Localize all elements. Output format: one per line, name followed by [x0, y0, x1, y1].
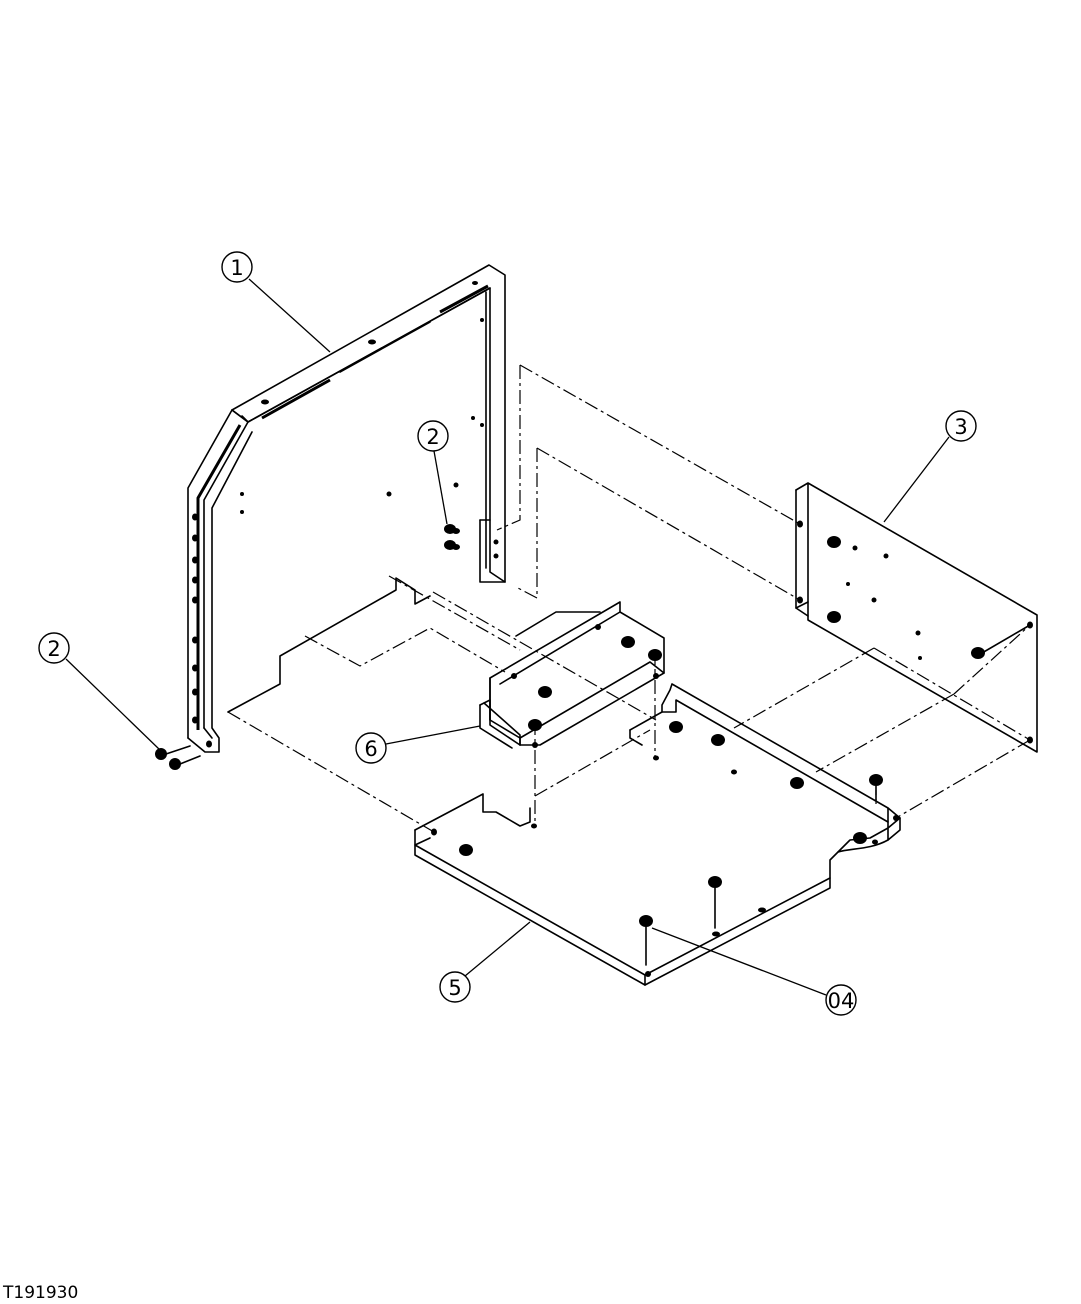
callout-circle-04	[825, 984, 857, 1016]
figure-id-label: T191930	[3, 1283, 79, 1303]
callout-label-04: 04	[828, 989, 855, 1013]
callout-label-6: 6	[364, 737, 377, 761]
callout-label-3: 3	[954, 415, 967, 439]
part-3-side-plate	[795, 482, 1038, 753]
callout-label-2-lower: 2	[47, 637, 60, 661]
callout-label-1: 1	[230, 256, 243, 280]
callout-label-5: 5	[448, 976, 461, 1000]
callouts: 1 2 2 3 6 5 04	[38, 251, 977, 1016]
part-1-bracket-frame	[187, 264, 506, 753]
standoff-bolts	[639, 785, 877, 966]
part-6-angle-bracket	[479, 601, 665, 749]
callout-circle-3	[945, 410, 977, 442]
assembly-lines	[227, 364, 1031, 833]
bolts-lower	[155, 745, 201, 770]
callout-circle-2-upper	[417, 420, 449, 452]
callout-circle-1	[221, 251, 253, 283]
callout-circle-5	[439, 971, 471, 1003]
part-5-base-plate	[414, 683, 901, 986]
callout-label-2-upper: 2	[426, 425, 439, 449]
bolts-upper	[444, 524, 460, 550]
callout-circle-2-lower	[38, 632, 70, 664]
callout-circle-6	[355, 732, 387, 764]
